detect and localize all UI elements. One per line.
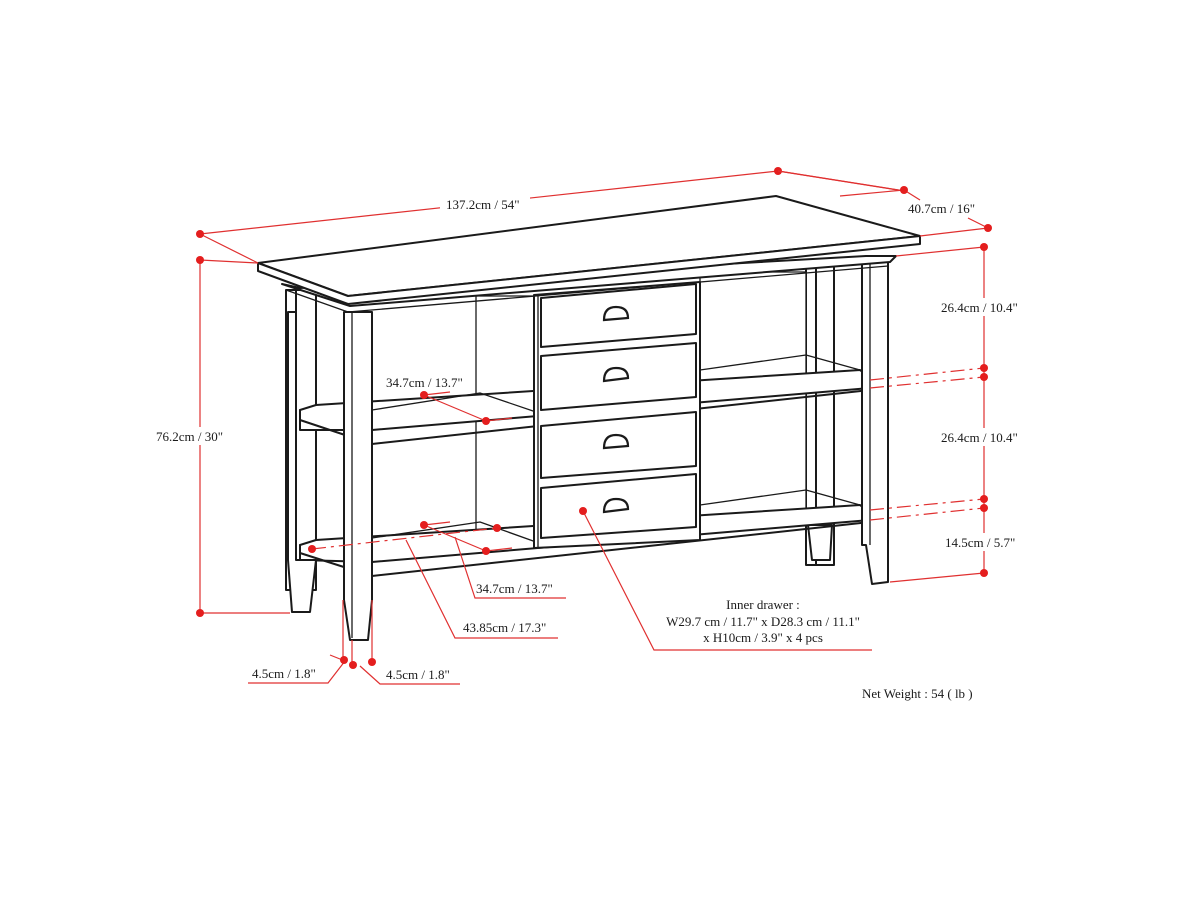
middle-shelf-depth-dimension: 34.7cm / 13.7" <box>386 375 513 425</box>
bottom-shelf-depth-label: 34.7cm / 13.7" <box>476 581 553 596</box>
bottom-shelf-dimensions: 34.7cm / 13.7" 43.85cm / 17.3" <box>308 521 566 639</box>
cup-handle-icon <box>602 305 630 322</box>
front-right-leg <box>861 257 889 585</box>
middle-clearance-label: 26.4cm / 10.4" <box>941 430 1018 445</box>
bottom-shelf-width-label: 43.85cm / 17.3" <box>463 620 546 635</box>
back-posts <box>285 264 835 591</box>
dimension-lines: 137.2cm / 54" 40.7cm / 16" 76.2cm / 30" <box>150 167 1030 685</box>
leg-width-left-label: 4.5cm / 1.8" <box>252 666 316 681</box>
upper-clearance-label: 26.4cm / 10.4" <box>941 300 1018 315</box>
console-table-drawing <box>257 195 921 641</box>
inner-drawer-callout: Inner drawer : W29.7 cm / 11.7" x D28.3 … <box>579 507 872 651</box>
drawer-2[interactable] <box>540 342 697 411</box>
height-dimension: 76.2cm / 30" <box>150 256 290 617</box>
inner-drawer-title: Inner drawer : <box>726 597 800 612</box>
clearance-dimensions: 26.4cm / 10.4" 26.4cm / 10.4" 14.5cm / 5… <box>869 243 1030 583</box>
inner-drawer-size-line1: W29.7 cm / 11.7" x D28.3 cm / 11.1" <box>666 614 860 629</box>
drawer-1[interactable] <box>540 283 697 348</box>
bottom-clearance-label: 14.5cm / 5.7" <box>945 535 1015 550</box>
leg-width-dimensions: 4.5cm / 1.8" 4.5cm / 1.8" <box>248 600 460 685</box>
drawer-3[interactable] <box>540 411 697 479</box>
cup-handle-icon <box>602 497 630 514</box>
drawer-4[interactable] <box>540 473 697 539</box>
height-label: 76.2cm / 30" <box>156 429 223 444</box>
front-left-leg <box>287 311 373 641</box>
middle-shelf-depth-label: 34.7cm / 13.7" <box>386 375 463 390</box>
net-weight-label: Net Weight : 54 ( lb ) <box>862 686 973 701</box>
cup-handle-icon <box>602 433 630 450</box>
width-label: 137.2cm / 54" <box>446 197 520 212</box>
inner-drawer-size-line2: x H10cm / 3.9" x 4 pcs <box>703 630 823 645</box>
leg-width-right-label: 4.5cm / 1.8" <box>386 667 450 682</box>
depth-dimension: 40.7cm / 16" <box>777 170 992 237</box>
depth-label: 40.7cm / 16" <box>908 201 975 216</box>
cup-handle-icon <box>602 366 630 383</box>
